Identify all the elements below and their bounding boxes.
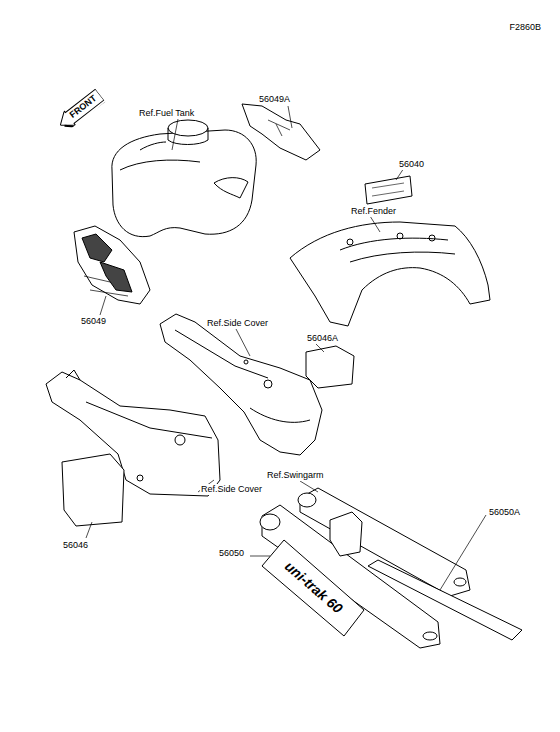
part-reference: Ref.Swingarm — [266, 470, 325, 481]
swingarm-decal — [262, 540, 364, 636]
side-decal — [62, 454, 124, 526]
callout-number: 56046 — [62, 540, 89, 551]
swingarm-stripe — [368, 560, 522, 640]
arrow-shape — [55, 88, 105, 133]
part-reference: Ref.Side Cover — [200, 484, 263, 495]
fender — [290, 222, 490, 326]
caution-decal — [365, 176, 412, 204]
front-arrow: FRONT — [55, 88, 105, 133]
callout-number: 56049A — [258, 94, 291, 105]
tank-decal — [242, 104, 320, 160]
swingarm — [260, 488, 470, 648]
part-reference: Ref.Fender — [350, 206, 397, 217]
callout-number: 56050 — [218, 548, 245, 559]
tank-decal-kx — [74, 226, 150, 304]
leader-lines — [86, 106, 486, 590]
callout-number: 56050A — [488, 507, 521, 518]
part-reference: F2860B — [508, 22, 542, 33]
callout-number: 56046A — [306, 333, 339, 344]
callout-number: 56040 — [398, 159, 425, 170]
part-reference: Ref.Side Cover — [206, 318, 269, 329]
fuel-tank — [112, 120, 256, 237]
part-reference: Ref.Fuel Tank — [138, 108, 195, 119]
side-decal — [306, 346, 354, 388]
callout-number: 56049 — [80, 316, 107, 327]
